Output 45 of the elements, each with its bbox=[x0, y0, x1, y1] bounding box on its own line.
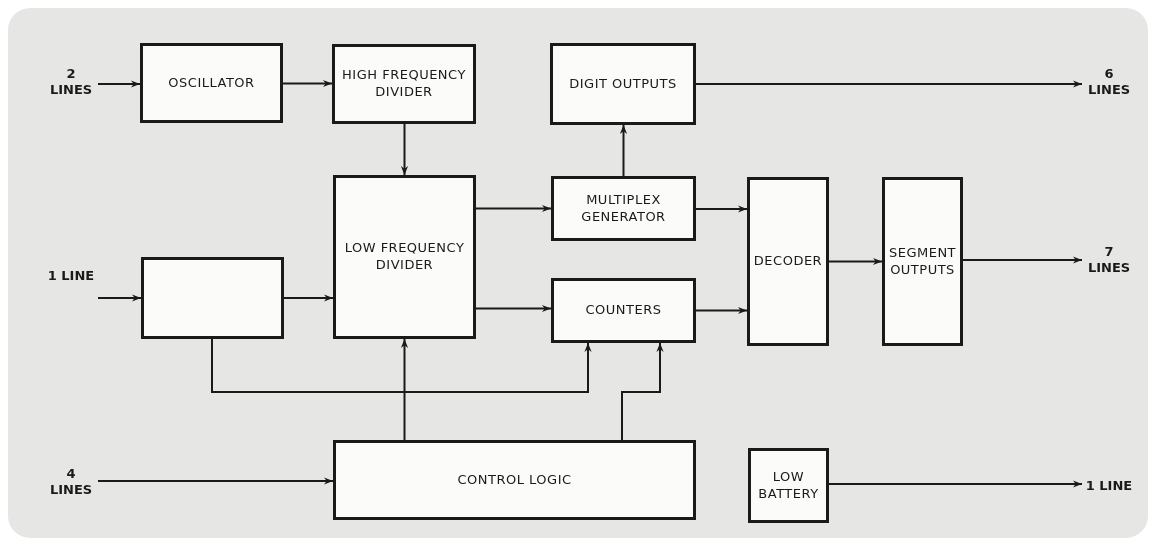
line-count-label: 2 LINES bbox=[48, 65, 94, 99]
block-label: LOW FREQUENCY DIVIDER bbox=[343, 240, 466, 274]
line-count-label: 6 LINES bbox=[1086, 65, 1132, 99]
block-label: DIGIT OUTPUTS bbox=[569, 75, 677, 93]
block-box bbox=[748, 448, 829, 523]
arrow bbox=[475, 204, 552, 213]
block-label: HIGH FREQUENCY DIVIDER bbox=[341, 67, 467, 101]
block-label: SEGMENT OUTPUTS bbox=[887, 244, 958, 279]
block-box bbox=[550, 43, 696, 125]
arrow bbox=[283, 294, 334, 302]
block-box bbox=[551, 278, 696, 343]
line-count-label: 7 LINES bbox=[1086, 243, 1132, 277]
block-box bbox=[333, 175, 476, 339]
block-label: CONTROL LOGIC bbox=[457, 471, 572, 489]
arrow bbox=[282, 79, 333, 88]
empty-block-box bbox=[141, 257, 284, 339]
arrow bbox=[619, 124, 628, 177]
arrow bbox=[962, 256, 1083, 264]
block-box bbox=[747, 177, 829, 346]
line-count-label: 1 LINE bbox=[46, 267, 96, 285]
block-label: DECODER bbox=[753, 253, 823, 270]
block-label: COUNTERS bbox=[585, 302, 662, 319]
block-box bbox=[882, 177, 963, 346]
arrow bbox=[211, 338, 592, 393]
block-box bbox=[551, 176, 696, 241]
block-label: OSCILLATOR bbox=[168, 74, 255, 92]
block-box bbox=[332, 44, 476, 124]
arrow bbox=[828, 257, 883, 266]
arrow bbox=[475, 304, 552, 313]
arrow bbox=[695, 205, 748, 213]
line-count-label: 4 LINES bbox=[48, 465, 94, 499]
block-label: LOW BATTERY bbox=[757, 468, 820, 503]
arrow bbox=[400, 338, 409, 441]
block-box bbox=[333, 440, 696, 520]
line-count-label: 1 LINE bbox=[1084, 477, 1134, 495]
arrow bbox=[97, 477, 334, 485]
arrow bbox=[97, 80, 141, 88]
arrow bbox=[97, 294, 142, 302]
arrow bbox=[695, 306, 748, 315]
block-box bbox=[140, 43, 283, 123]
arrow bbox=[621, 342, 664, 441]
arrow bbox=[828, 480, 1083, 488]
block-label: MULTIPLEX GENERATOR bbox=[580, 191, 667, 226]
arrow bbox=[695, 80, 1083, 88]
arrow bbox=[400, 123, 409, 176]
